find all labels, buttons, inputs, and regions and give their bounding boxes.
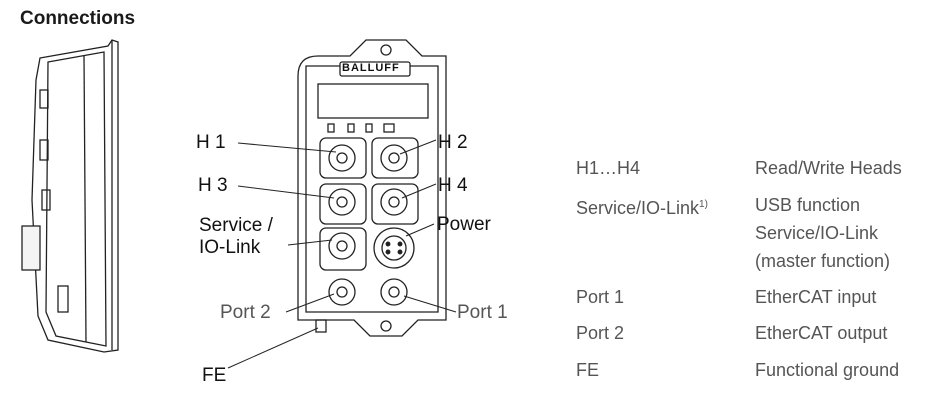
connector-h2 [371,137,419,179]
callout-service-line1: Service / [199,215,273,236]
connector-port2 [328,278,356,306]
device-side-view [21,39,119,353]
device-front-view [297,39,447,337]
callout-service-line2: IO-Link [199,237,261,258]
brand-logo: BALLUFF [342,62,400,74]
legend-desc: (master function) [755,251,891,271]
connector-h3 [319,183,367,225]
connector-port1 [380,278,408,306]
legend-desc: EtherCAT output [755,323,888,343]
callout-h1: H 1 [196,132,226,153]
legend-desc: Service/IO-Link [755,223,879,243]
callout-h3: H 3 [198,175,228,196]
legend-term: FE [576,360,600,380]
leader-lines [227,139,457,369]
legend-term: Service/IO-Link1) [576,198,708,218]
callout-port1: Port 1 [457,302,508,323]
connector-h4 [371,183,419,225]
legend-desc: Functional ground [755,360,900,380]
legend-desc: EtherCAT input [755,287,877,307]
callout-power: Power [437,214,491,235]
callout-fe: FE [202,365,227,386]
callout-h4: H 4 [438,175,468,196]
connector-service [319,227,367,271]
legend-desc: USB function [755,195,861,215]
callout-h2: H 2 [438,132,468,153]
connector-power [373,227,415,269]
legend-term: Port 1 [576,287,625,307]
connector-h1 [319,137,367,179]
legend-term: Port 2 [576,323,625,343]
legend-desc: Read/Write Heads [755,158,902,178]
section-heading: Connections [20,8,136,29]
callout-port2: Port 2 [220,302,271,323]
legend-term: H1…H4 [576,158,641,178]
